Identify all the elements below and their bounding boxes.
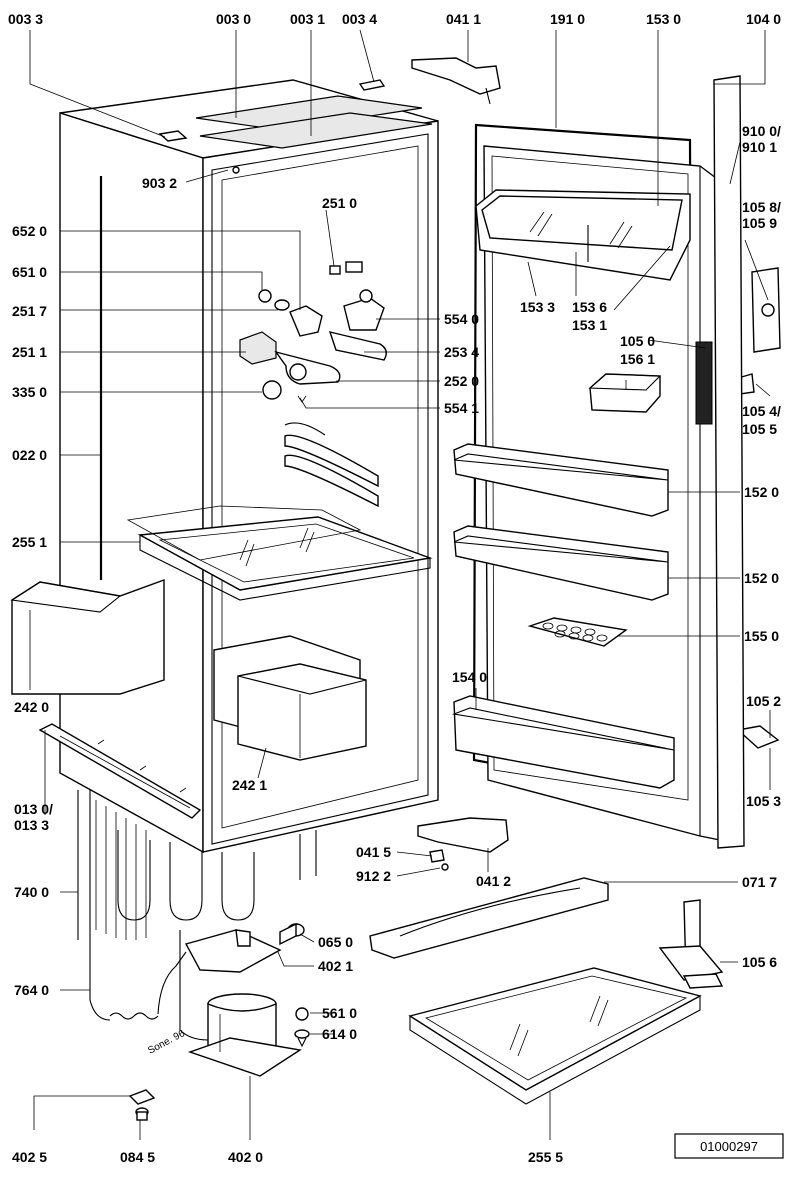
label-084-5: 084 5 <box>120 1149 155 1165</box>
label-153-3: 153 3 <box>520 299 555 315</box>
label-154-0: 154 0 <box>452 669 487 685</box>
label-651-0: 651 0 <box>12 264 47 280</box>
label-252-0: 252 0 <box>444 373 479 389</box>
label-255-5: 255 5 <box>528 1149 563 1165</box>
foot-084-5 <box>135 1107 149 1121</box>
label-402-0: 402 0 <box>228 1149 263 1165</box>
label-041-2: 041 2 <box>476 873 511 889</box>
label-152-0-upper: 152 0 <box>744 484 779 500</box>
label-071-7: 071 7 <box>742 874 777 890</box>
label-003-0: 003 0 <box>216 11 251 27</box>
label-910-0: 910 0/ <box>742 123 781 139</box>
label-105-8: 105 8/ <box>742 199 781 215</box>
label-105-4: 105 4/ <box>742 403 781 419</box>
label-903-2: 903 2 <box>142 175 177 191</box>
label-105-2: 105 2 <box>746 693 781 709</box>
reference-number: 01000297 <box>700 1139 758 1154</box>
label-003-4: 003 4 <box>342 11 377 27</box>
label-251-1: 251 1 <box>12 344 47 360</box>
label-251-7: 251 7 <box>12 303 47 319</box>
label-003-3: 003 3 <box>8 11 43 27</box>
label-251-0: 251 0 <box>322 195 357 211</box>
label-105-0: 105 0 <box>620 333 655 349</box>
label-912-2: 912 2 <box>356 868 391 884</box>
label-335-0: 335 0 <box>12 384 47 400</box>
label-041-5: 041 5 <box>356 844 391 860</box>
relay-parts <box>294 1007 310 1048</box>
callout-labels: 003 3 003 0 003 1 003 4 041 1 191 0 153 … <box>8 11 784 1165</box>
label-105-3: 105 3 <box>746 793 781 809</box>
label-105-5: 105 5 <box>742 421 777 437</box>
label-554-0: 554 0 <box>444 311 479 327</box>
label-041-1: 041 1 <box>446 11 481 27</box>
cabinet <box>10 79 439 940</box>
thermostat-lamp-assembly <box>239 261 387 403</box>
label-155-0: 155 0 <box>744 628 779 644</box>
hinge-041-2 <box>417 817 509 871</box>
label-910-1: 910 1 <box>742 139 777 155</box>
label-065-0: 065 0 <box>318 934 353 950</box>
label-153-1: 153 1 <box>572 317 607 333</box>
compressor-bracket-402-1 <box>184 929 282 973</box>
label-013-0: 013 0/ <box>14 801 53 817</box>
door <box>451 75 781 849</box>
clip-402-5 <box>128 1089 156 1105</box>
label-253-4: 253 4 <box>444 344 479 360</box>
signature-text: Sone. 96 <box>146 1028 187 1057</box>
label-022-0: 022 0 <box>12 447 47 463</box>
hinge-105-6 <box>658 899 724 989</box>
label-402-1: 402 1 <box>318 958 353 974</box>
label-105-6: 105 6 <box>742 954 777 970</box>
label-652-0: 652 0 <box>12 223 47 239</box>
glass-shelf-255-5 <box>408 967 702 1105</box>
label-191-0: 191 0 <box>550 11 585 27</box>
label-242-0: 242 0 <box>14 699 49 715</box>
tube-065-0 <box>279 922 305 946</box>
compressor-402-0 <box>187 993 302 1077</box>
label-153-6: 153 6 <box>572 299 607 315</box>
label-153-0: 153 0 <box>646 11 681 27</box>
label-561-0: 561 0 <box>322 1005 357 1021</box>
door-rail-071-7 <box>369 877 609 959</box>
label-013-3: 013 3 <box>14 817 49 833</box>
label-740-0: 740 0 <box>14 884 49 900</box>
condenser <box>77 790 317 940</box>
label-104-0: 104 0 <box>746 11 781 27</box>
label-242-1: 242 1 <box>232 777 267 793</box>
reference-box <box>674 1133 784 1159</box>
label-554-1: 554 1 <box>444 400 479 416</box>
label-255-1: 255 1 <box>12 534 47 550</box>
label-614-0: 614 0 <box>322 1026 357 1042</box>
label-003-1: 003 1 <box>290 11 325 27</box>
label-105-9: 105 9 <box>742 215 777 231</box>
leader-lines <box>29 29 771 1140</box>
capillary-tube-764-0 <box>89 930 209 1041</box>
label-402-5: 402 5 <box>12 1149 47 1165</box>
hinge-041-1 <box>411 57 501 105</box>
label-156-1: 156 1 <box>620 351 655 367</box>
label-152-0-lower: 152 0 <box>744 570 779 586</box>
label-764-0: 764 0 <box>14 982 49 998</box>
